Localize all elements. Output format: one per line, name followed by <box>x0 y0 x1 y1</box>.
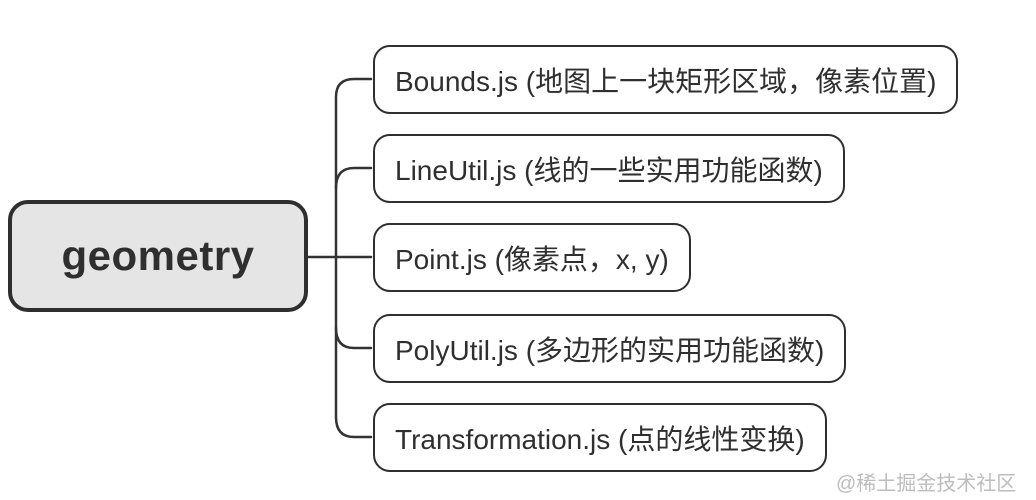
child-node-label: PolyUtil.js (多边形的实用功能函数) <box>395 334 825 366</box>
connector-branch-polyutil <box>334 326 373 350</box>
child-node-lineutil[interactable]: LineUtil.js (线的一些实用功能函数) <box>373 134 845 203</box>
child-node-label: LineUtil.js (线的一些实用功能函数) <box>395 154 823 186</box>
child-node-label: Point.js (像素点，x, y) <box>395 243 669 275</box>
connector-branch-lineutil <box>334 166 373 190</box>
watermark: @稀土掘金技术社区 <box>836 473 1017 495</box>
connector-trunk-with-elbows <box>334 77 373 439</box>
child-node-transformation[interactable]: Transformation.js (点的线性变换) <box>373 403 827 472</box>
child-node-label: Transformation.js (点的线性变换) <box>395 423 805 455</box>
child-node-label: Bounds.js (地图上一块矩形区域，像素位置) <box>395 65 937 97</box>
child-node-point[interactable]: Point.js (像素点，x, y) <box>373 223 691 292</box>
root-node-geometry[interactable]: geometry <box>8 200 308 312</box>
child-node-polyutil[interactable]: PolyUtil.js (多边形的实用功能函数) <box>373 314 847 383</box>
root-node-label: geometry <box>61 232 255 279</box>
child-node-bounds[interactable]: Bounds.js (地图上一块矩形区域，像素位置) <box>373 45 959 114</box>
